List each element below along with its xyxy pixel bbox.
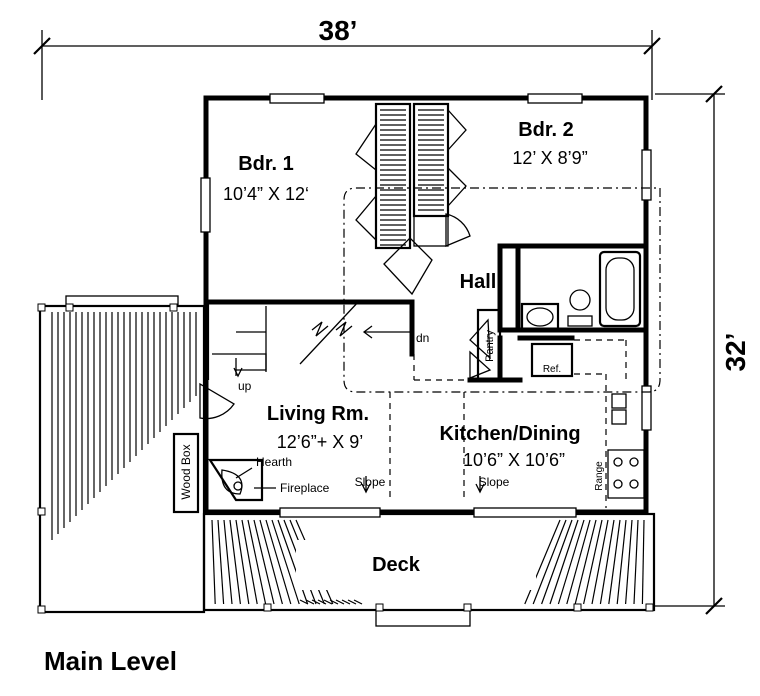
hatch-line [299,599,309,605]
hatch-line [229,519,241,605]
hatch-line [311,599,321,605]
hatch-line [235,519,250,605]
hatch-line [223,519,233,605]
door-swings [199,213,492,420]
hatch-line [341,599,351,605]
hatch-line [253,519,275,605]
slope-living-label: Slope [355,475,386,489]
hatch-line [271,519,300,605]
closets [355,102,467,250]
hatch-line [541,519,573,605]
hall-name: Hall [460,271,497,293]
left-porch [37,295,206,614]
stair-down-label: dn [416,331,429,345]
hatch-line [583,519,603,605]
kitchen-name: Kitchen/Dining [439,423,580,445]
hatch-line [241,519,258,605]
bdr1-name: Bdr. 1 [238,153,294,175]
hatch-line [211,519,216,605]
hatch-line [317,599,327,605]
windows [200,93,652,518]
bathroom [520,250,642,332]
hatch-line [353,599,363,605]
hatch-line [347,599,357,605]
depth-dimension-label: 32’ [720,333,751,372]
living-name: Living Rm. [267,403,369,425]
hatch-line [616,519,627,605]
hatch-line [549,519,579,605]
hatch-line [625,519,633,605]
hearth-label: Hearth [256,455,292,469]
hatch-line [335,599,345,605]
pantry-label: Pantry [484,330,496,362]
slope-kitchen-label: Slope [479,475,510,489]
living-size: 12’6”+ X 9’ [277,432,364,452]
hatch-line [247,519,267,605]
bdr1-size: 10’4” X 12‘ [223,184,309,204]
hatch-line [265,519,292,605]
hatch-line [323,599,333,605]
hatch-line [608,519,621,605]
bdr2-name: Bdr. 2 [518,119,574,141]
hatch-line [566,519,591,605]
wood-box-label: Wood Box [179,444,193,499]
fireplace-label: Fireplace [280,481,330,495]
stair-up-label: up [238,379,252,393]
dimension-width [33,30,661,100]
hatch-line [633,519,639,605]
loft-outline [343,187,661,502]
hatch-line [217,519,225,605]
hatch-line [259,519,283,605]
hatch-line [329,599,339,605]
width-dimension-label: 38’ [319,15,358,46]
interior-walls [203,243,649,383]
bdr2-size: 12’ X 8’9” [512,148,587,168]
plan-title: Main Level [44,646,177,676]
hatch-line [557,519,585,605]
ref-label: Ref. [543,364,561,375]
kitchen-fixtures [476,308,645,508]
hatch-line [641,519,645,605]
hatch-line [591,519,609,605]
deck-label: Deck [372,554,421,576]
dimension-depth [655,85,725,615]
range-label: Range [594,461,605,491]
hatch-line [574,519,597,605]
hatch-line [599,519,615,605]
hatch-line [532,519,567,605]
kitchen-size: 10’6” X 10’6” [463,450,565,470]
stairs [212,299,412,378]
fireplace [172,432,276,514]
hatch-line [305,599,315,605]
